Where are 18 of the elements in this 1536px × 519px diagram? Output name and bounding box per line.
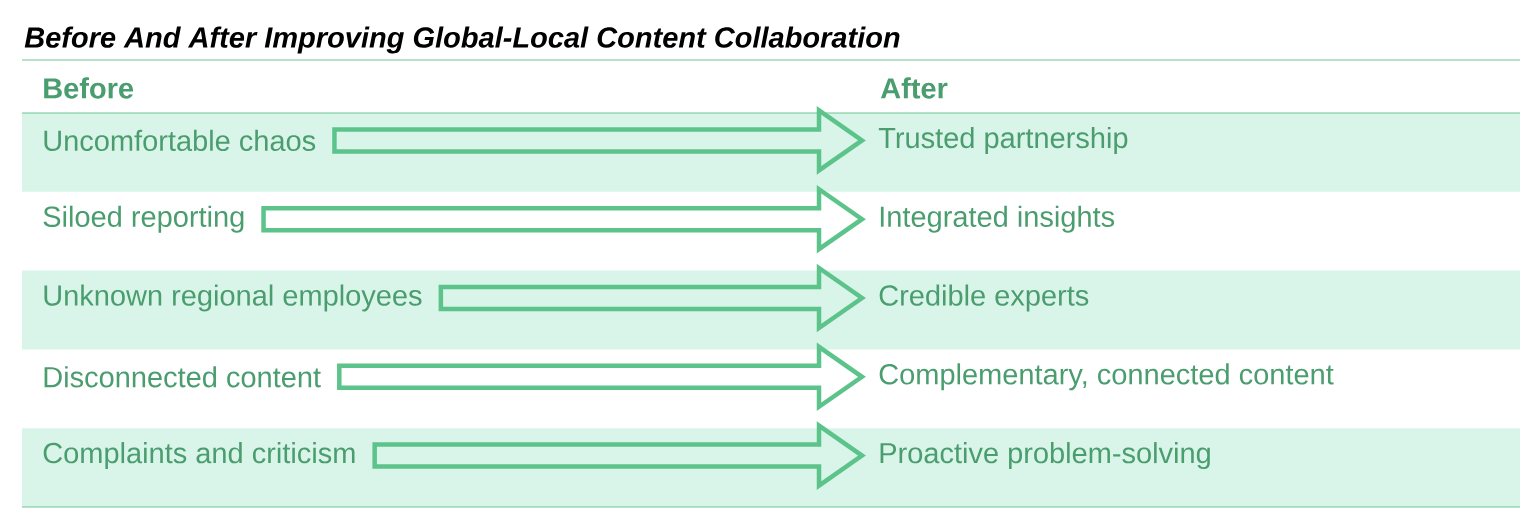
row-text: Unknown regional employees <box>44 284 422 312</box>
column-header: After <box>880 77 948 99</box>
row-text: Trusted partnership <box>878 126 1128 154</box>
block-arrow <box>438 263 866 333</box>
row-text: Uncomfortable chaos <box>44 129 316 152</box>
block-arrow <box>372 421 866 490</box>
row-text: Proactive problem-solving <box>880 442 1210 470</box>
block-arrow <box>261 184 866 254</box>
column-header: Before <box>44 77 134 99</box>
title: Before And After Improving Global-Local Content Collaboration <box>24 26 900 54</box>
row-text: Siloed reporting <box>43 205 244 233</box>
row-text: Integrated insights <box>880 205 1115 233</box>
block-arrow <box>337 342 866 412</box>
row-text: Credible experts <box>879 284 1089 312</box>
row-text: Disconnected content <box>44 366 321 388</box>
block-arrow <box>332 106 866 175</box>
row-text: Complementary, connected content <box>879 363 1334 391</box>
row-text: Complaints and criticism <box>43 442 355 470</box>
